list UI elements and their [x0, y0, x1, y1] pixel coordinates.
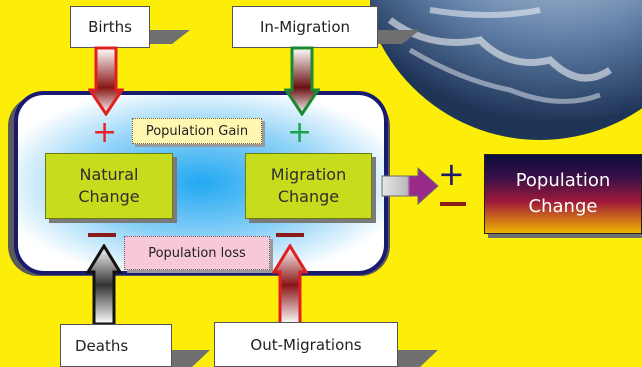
- plus-red-sign: +: [92, 115, 118, 150]
- arrow-up-icon: [272, 244, 308, 326]
- population-change-line2: Change: [528, 196, 598, 217]
- minus-sign-left: [88, 233, 116, 237]
- earth-globe-icon: [370, 0, 642, 140]
- migration-change-line2: Change: [277, 187, 340, 206]
- arrow-down-icon: [88, 46, 124, 116]
- population-loss-tag: Population loss: [124, 236, 270, 270]
- arrow-right-icon: [381, 166, 439, 206]
- arrow-down-icon: [284, 46, 320, 116]
- births-label: Births: [70, 6, 150, 48]
- population-change-line1: Population: [515, 170, 611, 191]
- plus-green-sign: +: [287, 115, 313, 150]
- arrow-up-icon: [86, 244, 122, 326]
- population-gain-tag: Population Gain: [132, 118, 262, 144]
- plus-minus-plus: +: [438, 155, 465, 193]
- in-migration-label: In-Migration: [232, 6, 378, 48]
- population-change-box: Population Change: [484, 154, 642, 234]
- natural-change-line1: Natural: [79, 165, 139, 184]
- out-migrations-label: Out-Migrations: [214, 322, 398, 367]
- natural-change-box: Natural Change: [45, 153, 173, 219]
- natural-change-line2: Change: [78, 187, 140, 206]
- plus-minus-minus: [440, 202, 466, 206]
- migration-change-box: Migration Change: [245, 153, 372, 219]
- minus-sign-right: [276, 233, 304, 237]
- migration-change-line1: Migration: [270, 165, 347, 184]
- deaths-label: Deaths: [60, 324, 172, 367]
